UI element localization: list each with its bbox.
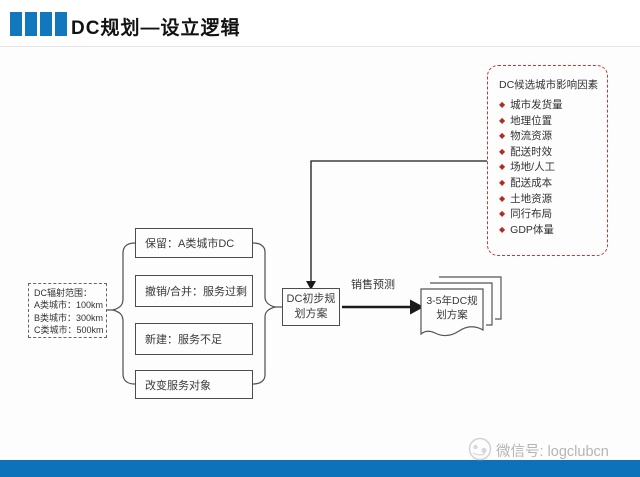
coverage-line: DC辐射范围： [34,288,92,298]
diamond-bullet-icon: ◆ [499,224,506,234]
diamond-bullet-icon: ◆ [499,162,506,172]
coverage-line: B类城市：300km [34,312,104,323]
footer-bar [0,460,640,477]
factor-label: 物流资源 [510,130,553,143]
factor-label: 配送成本 [510,176,553,189]
diamond-bullet-icon: ◆ [499,193,506,203]
candidate-factors-box: DC候选城市影响因素 ◆ 城市发货量 ◆ 地理位置 ◆ 物流资源 ◆ 配送时效 ◆ 场地/… [487,65,608,256]
forecast-arrow-label: 销售预测 [351,279,395,291]
factor-label: 土地资源 [510,192,553,205]
factors-list: ◆ 城市发货量 ◆ 地理位置 ◆ 物流资源 ◆ 配送时效 ◆ 场地/人工 ◆ 配送成本 ◆ 土… [499,98,601,238]
right-brace [252,242,278,385]
diamond-bullet-icon: ◆ [499,146,506,156]
accent-square-icon [55,12,67,36]
coverage-line: C类城市：500km [34,325,104,336]
factor-item: ◆ 物流资源 [499,129,601,145]
watermark-text: 微信号: logclubcn [496,444,609,460]
action-box-merge: 撤销/合并：服务过剩 [135,275,253,307]
preliminary-plan-box: DC初步规 划方案 [282,288,340,326]
action-box-label: 撤销/合并：服务过剩 [145,286,248,298]
action-box-change: 改变服务对象 [135,370,253,399]
plan-box-line: 划方案 [294,308,328,320]
factor-label: 城市发货量 [510,99,563,111]
doc-sheet-front [420,288,484,337]
left-brace [110,242,136,385]
factor-label: 同行布局 [510,208,553,221]
action-box-label: 保留：A类城市DC [145,238,235,250]
page-title: DC规划—设立逻辑 [71,18,241,39]
factors-arrowhead-icon [306,281,316,290]
factor-item: ◆ 场地/人工 [499,160,601,176]
forecast-arrowhead-icon [410,299,424,315]
factor-label: 配送时效 [510,145,553,158]
diamond-bullet-icon: ◆ [499,115,506,125]
factor-item: ◆ 土地资源 [499,192,601,208]
factor-item: ◆ 地理位置 [499,114,601,130]
factors-arrow-line [310,160,487,282]
diamond-bullet-icon: ◆ [499,177,506,187]
action-box-label: 改变服务对象 [145,379,211,392]
diamond-bullet-icon: ◆ [499,209,506,219]
factor-item: ◆ 配送成本 [499,176,601,192]
coverage-line: A类城市：100km [34,300,104,311]
factor-item: ◆ GDP体量 [499,223,601,239]
accent-square-icon [40,12,52,36]
logclub-logo-icon [468,437,492,461]
output-doc-line: 3-5年DC规 [426,295,478,307]
accent-square-icon [10,12,22,36]
action-box-label: 新建：服务不足 [145,334,222,346]
factor-label: 地理位置 [510,114,553,127]
factor-item: ◆ 城市发货量 [499,98,601,114]
factor-label: 场地/人工 [510,161,556,174]
diamond-bullet-icon: ◆ [499,131,506,141]
header-bar: DC规划—设立逻辑 [0,0,640,47]
factor-item: ◆ 同行布局 [499,207,601,223]
output-doc-label: 3-5年DC规 划方案 [421,294,483,322]
action-box-keep: 保留：A类城市DC [135,228,253,258]
diamond-bullet-icon: ◆ [499,100,506,109]
factors-title: DC候选城市影响因素 [499,79,599,91]
action-box-new: 新建：服务不足 [135,323,253,355]
coverage-range-box: DC辐射范围： A类城市：100km B类城市：300km C类城市：500km [28,283,107,338]
plan-box-line: DC初步规 [286,293,336,305]
output-doc-line: 划方案 [436,309,468,321]
factor-label: GDP体量 [510,223,554,236]
accent-square-icon [25,12,37,36]
factor-item: ◆ 配送时效 [499,145,601,161]
